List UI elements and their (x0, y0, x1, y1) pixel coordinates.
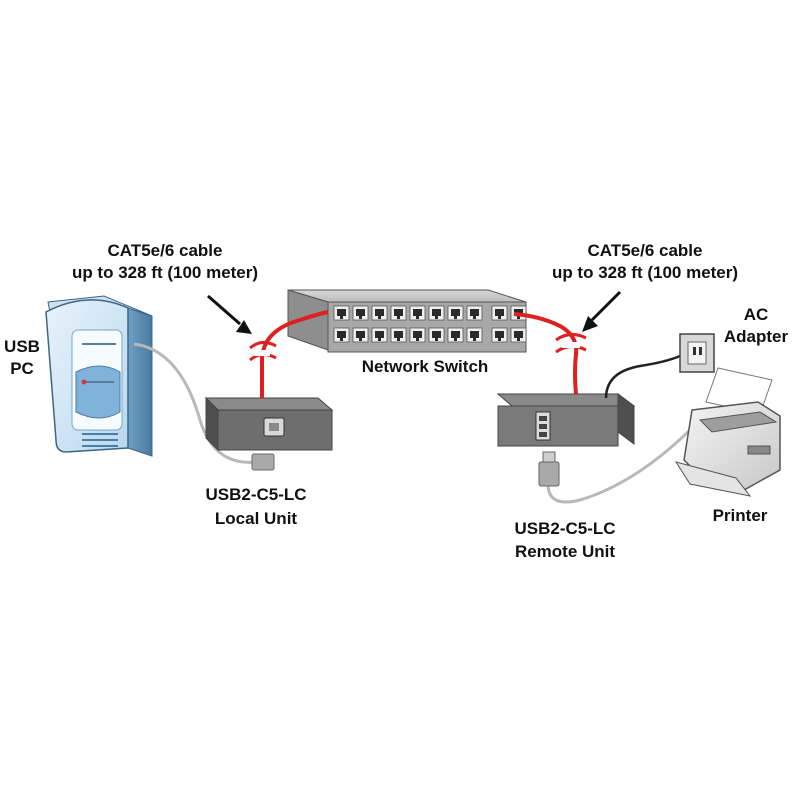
rj45-port-socket-icon (451, 309, 460, 319)
cable-left-label-line2: up to 328 ft (100 meter) (72, 263, 258, 282)
usb-pc-label-line2: PC (10, 359, 34, 378)
usb-pc (45, 295, 153, 457)
network-switch (287, 289, 527, 353)
rj45-port-socket-icon (514, 331, 523, 341)
rj45-port-socket-icon (356, 309, 365, 319)
usb-plug-remote (538, 451, 560, 487)
printer-icon (674, 367, 781, 497)
ac-power-cable (604, 354, 681, 399)
rj45-port-socket-icon (432, 309, 441, 319)
rj45-port-socket-icon (432, 331, 441, 341)
remote-unit-label-line1: USB2-C5-LC (514, 519, 615, 538)
rj45-port-socket-icon (413, 309, 422, 319)
cat5-cable-right (513, 312, 579, 395)
rj45-port-socket-icon (413, 331, 422, 341)
usb-cable-local (133, 342, 257, 464)
arrow-left (207, 294, 252, 334)
usb-cable-remote (546, 418, 702, 504)
network-switch-label: Network Switch (362, 357, 489, 376)
usb-pc-label-line1: USB (4, 337, 40, 356)
printer-label: Printer (713, 506, 768, 525)
remote-unit-device (496, 393, 636, 447)
rj45-port-socket-icon (394, 331, 403, 341)
cable-right-label-line2: up to 328 ft (100 meter) (552, 263, 738, 282)
ac-adapter-label-line2: Adapter (724, 327, 789, 346)
remote-unit-label-line2: Remote Unit (515, 542, 615, 561)
switch-ports (333, 305, 527, 343)
rj45-port-socket-icon (375, 331, 384, 341)
rj45-port-socket-icon (470, 331, 479, 341)
local-unit-label-line2: Local Unit (215, 509, 298, 528)
arrow-right (582, 290, 622, 332)
rj45-port-socket-icon (451, 331, 460, 341)
rj45-port-socket-icon (356, 331, 365, 341)
local-unit-label-line1: USB2-C5-LC (205, 485, 306, 504)
local-unit-device (204, 396, 334, 452)
cat5-cable-left (260, 310, 329, 398)
rj45-port-socket-icon (470, 309, 479, 319)
ac-adapter-icon (679, 333, 715, 373)
ac-adapter-label-line1: AC (744, 305, 769, 324)
cable-right-label-line1: CAT5e/6 cable (588, 241, 703, 260)
usb-plug-local (251, 453, 275, 471)
rj45-port-socket-icon (394, 309, 403, 319)
rj45-port-socket-icon (337, 331, 346, 341)
rj45-port-socket-icon (375, 309, 384, 319)
rj45-port-socket-icon (337, 309, 346, 319)
cable-left-label-line1: CAT5e/6 cable (108, 241, 223, 260)
rj45-port-socket-icon (495, 331, 504, 341)
cable-break-right (555, 333, 587, 354)
cable-break-left (249, 341, 277, 362)
rj45-port-socket-icon (495, 309, 504, 319)
